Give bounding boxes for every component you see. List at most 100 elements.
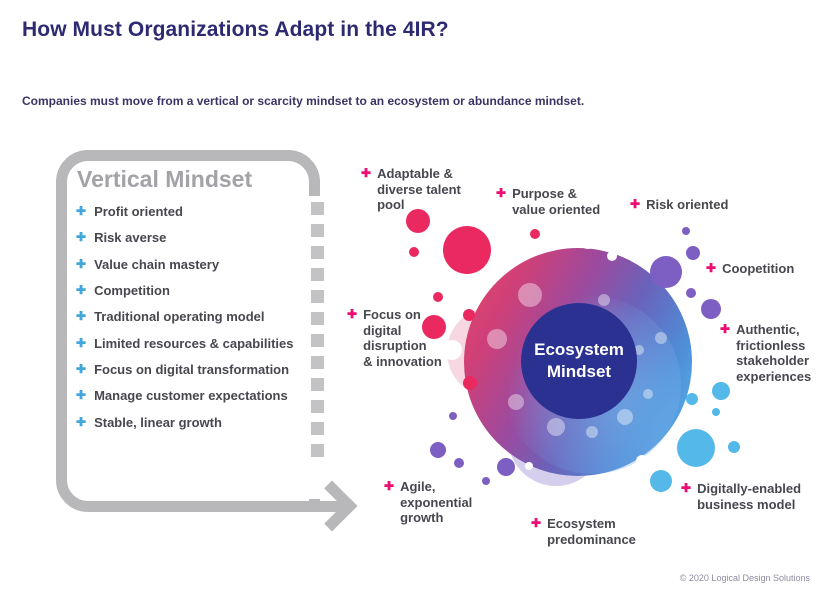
list-item: ✚ Profit oriented — [76, 204, 293, 219]
plus-icon: ✚ — [76, 361, 87, 376]
eco-label-risk-oriented: ✚ Risk oriented — [630, 197, 728, 213]
decor-circle — [686, 288, 696, 298]
decor-circle — [530, 229, 540, 239]
plus-icon: ✚ — [630, 197, 641, 211]
plus-icon: ✚ — [496, 186, 507, 200]
decor-circle — [712, 408, 720, 416]
list-item-label: Limited resources & capabilities — [94, 335, 294, 351]
plus-icon: ✚ — [76, 256, 87, 271]
eco-label-text: Agile, exponential growth — [400, 479, 473, 526]
decor-circle — [433, 292, 443, 302]
decor-circle — [701, 299, 721, 319]
copyright-note: © 2020 Logical Design Solutions — [679, 573, 810, 583]
eco-label-text: Purpose & value oriented — [512, 186, 601, 217]
list-item: ✚ Traditional operating model — [76, 309, 293, 324]
decor-circle — [482, 477, 490, 485]
decor-circle — [547, 418, 565, 436]
plus-icon: ✚ — [361, 166, 372, 180]
list-item-label: Value chain mastery — [94, 256, 220, 272]
ecosystem-mindset-center: Ecosystem Mindset — [521, 303, 637, 419]
list-item-label: Traditional operating model — [94, 309, 265, 325]
eco-label-text: Coopetition — [722, 261, 795, 276]
arrow-shaft — [318, 501, 346, 512]
list-item: ✚ Value chain mastery — [76, 257, 293, 272]
decor-circle — [655, 332, 667, 344]
eco-label-text: Risk oriented — [646, 197, 729, 212]
eco-label-text: Digitally-enabled business model — [697, 481, 802, 512]
decor-circle — [406, 209, 430, 233]
decor-circle — [633, 474, 641, 482]
eco-label-ecosystem-predominance: ✚ Ecosystem predominance — [531, 516, 636, 547]
decor-circle — [463, 309, 475, 321]
decor-circle — [518, 283, 542, 307]
plus-icon: ✚ — [720, 322, 731, 336]
page-subtitle: Companies must move from a vertical or s… — [22, 94, 585, 108]
list-item-label: Focus on digital transformation — [94, 361, 290, 377]
eco-label-adaptable-diverse-talent-pool: ✚ Adaptable & diverse talent pool — [361, 166, 461, 213]
eco-label-digitally-enabled-business-model: ✚ Digitally-enabled business model — [681, 481, 801, 512]
decor-circle — [508, 394, 524, 410]
list-item-label: Manage customer expectations — [94, 388, 288, 404]
decor-circle — [712, 382, 730, 400]
eco-label-authentic-frictionless-stakeholder-experiences: ✚ Authentic, frictionless stakeholder ex… — [720, 322, 811, 384]
eco-label-purpose-value-oriented: ✚ Purpose & value oriented — [496, 186, 600, 217]
plus-icon: ✚ — [76, 282, 87, 297]
eco-label-text: Adaptable & diverse talent pool — [377, 166, 461, 213]
decor-circle — [454, 458, 464, 468]
decor-circle — [686, 246, 700, 260]
decor-circle — [650, 470, 672, 492]
decor-circle — [643, 389, 653, 399]
eco-label-coopetition: ✚ Coopetition — [706, 261, 794, 277]
list-item: ✚ Focus on digital transformation — [76, 362, 293, 377]
decor-circle — [422, 315, 446, 339]
decor-circle — [463, 376, 477, 390]
decor-circle — [586, 426, 598, 438]
decor-circle — [650, 256, 682, 288]
list-item: ✚ Risk averse — [76, 230, 293, 245]
plus-icon: ✚ — [76, 230, 87, 245]
decor-circle — [443, 226, 491, 274]
decor-circle — [607, 251, 617, 261]
decor-circle — [497, 458, 515, 476]
decor-circle — [598, 294, 610, 306]
dashed-transition-line — [311, 202, 324, 459]
decor-circle — [634, 345, 644, 355]
plus-icon: ✚ — [531, 516, 542, 530]
decor-circle — [682, 227, 690, 235]
plus-icon: ✚ — [384, 479, 395, 493]
eco-label-focus-digital-disruption-innovation: ✚ Focus on digital disruption & innovati… — [347, 307, 442, 369]
decor-circle — [686, 393, 698, 405]
decor-circle — [409, 247, 419, 257]
eco-label-text: Authentic, frictionless stakeholder expe… — [736, 322, 812, 384]
list-item-label: Competition — [94, 282, 170, 298]
vertical-mindset-title: Vertical Mindset — [77, 166, 253, 192]
decor-circle — [579, 231, 597, 249]
eco-label-text: Focus on digital disruption & innovation — [363, 307, 442, 369]
list-item: ✚ Limited resources & capabilities — [76, 336, 293, 351]
decor-circle — [677, 429, 715, 467]
eco-label-text: Ecosystem predominance — [547, 516, 636, 547]
plus-icon: ✚ — [76, 388, 87, 403]
list-item: ✚ Competition — [76, 283, 293, 298]
list-item-label: Profit oriented — [94, 204, 183, 219]
decor-circle — [442, 340, 462, 360]
plus-icon: ✚ — [76, 204, 87, 218]
plus-icon: ✚ — [76, 309, 87, 324]
decor-circle — [487, 329, 507, 349]
plus-icon: ✚ — [681, 481, 692, 495]
list-item-label: Risk averse — [94, 230, 167, 246]
decor-circle — [525, 462, 533, 470]
decor-circle — [636, 455, 648, 467]
list-item: ✚ Manage customer expectations — [76, 388, 293, 403]
vertical-mindset-list: ✚ Profit oriented ✚ Risk averse ✚ Value cha… — [76, 204, 293, 441]
decor-circle — [430, 442, 446, 458]
decor-circle — [728, 441, 740, 453]
plus-icon: ✚ — [347, 307, 358, 321]
plus-icon: ✚ — [706, 261, 717, 275]
list-item-label: Stable, linear growth — [94, 414, 222, 430]
list-item: ✚ Stable, linear growth — [76, 415, 293, 430]
plus-icon: ✚ — [76, 335, 87, 350]
plus-icon: ✚ — [76, 414, 87, 429]
decor-circle — [617, 409, 633, 425]
